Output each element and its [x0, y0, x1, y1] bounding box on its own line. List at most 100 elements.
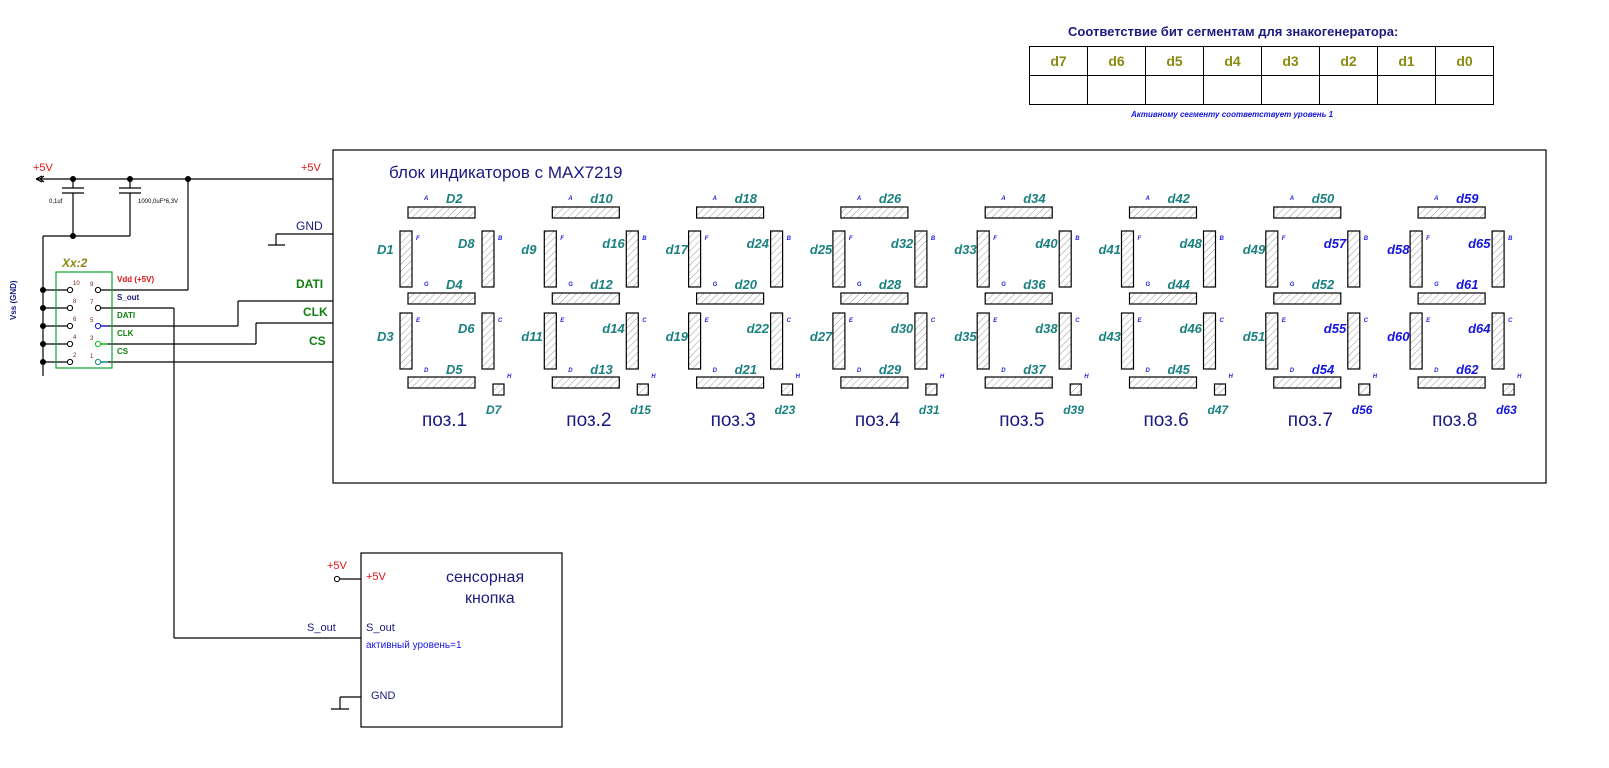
- digit-2-letter-e: E: [560, 318, 565, 324]
- digit-5-segment-h: [1069, 383, 1082, 396]
- vss-label: Vss (GND): [9, 280, 18, 320]
- bit-header-d5: d5: [1145, 46, 1204, 76]
- digit-5-letter-e: E: [993, 318, 998, 324]
- bit-value-d6: [1087, 75, 1146, 105]
- digit-3-bit-b: d24: [746, 236, 769, 251]
- digit-5-segment-e: [976, 312, 990, 370]
- touch-active-level: активный уровень=1: [366, 640, 462, 651]
- digit-1-bit-a: D2: [446, 191, 463, 206]
- digit-7-bit-e: d51: [1242, 329, 1266, 344]
- digit-1-bit-d: D5: [446, 362, 463, 377]
- bit-value-d3: [1261, 75, 1320, 105]
- digit-5-bit-h: d39: [1063, 403, 1084, 417]
- touch-title-1: сенсорная: [446, 569, 525, 586]
- digit-6-bit-b: d48: [1179, 236, 1202, 251]
- digit-4-position-label: поз.4: [854, 410, 901, 431]
- digit-6-bit-e: d43: [1098, 329, 1121, 344]
- digit-6-segment-h: [1213, 383, 1227, 396]
- digit-7-letter-c: C: [1363, 318, 1369, 324]
- digit-1-segment-e: [399, 312, 413, 370]
- touch-title-2: кнопка: [465, 590, 515, 607]
- digit-5-letter-h: H: [1084, 374, 1089, 380]
- digit-8-segment-c: [1491, 312, 1505, 370]
- digit-8-letter-d: D: [1434, 368, 1439, 374]
- digit-7-letter-h: H: [1372, 374, 1378, 380]
- connector-signal-cs: CS: [117, 347, 129, 356]
- digit-5-segment-f: [976, 230, 990, 288]
- digit-6-bit-c: d46: [1179, 321, 1202, 336]
- digit-7-bit-a: d50: [1311, 191, 1335, 206]
- pin-number-9: 9: [90, 282, 94, 288]
- touch-vcc-ext: +5V: [327, 560, 347, 572]
- digit-4-bit-g: d28: [878, 277, 902, 292]
- digit-8-bit-a: d59: [1456, 191, 1479, 206]
- touch-sout-pin: S_out: [366, 622, 395, 634]
- digit-4-segment-h: [925, 383, 938, 396]
- digit-5-segment-d: [984, 376, 1053, 389]
- gnd-label: GND: [296, 219, 323, 233]
- digit-4-letter-a: A: [856, 196, 862, 202]
- digit-5-bit-g: d36: [1023, 277, 1046, 292]
- bit-value-d7: [1029, 75, 1088, 105]
- digit-1-bit-c: D6: [458, 321, 475, 336]
- pin-number-1: 1: [90, 354, 94, 360]
- bit-value-d5: [1145, 75, 1204, 105]
- digit-1-segment-d: [407, 376, 476, 389]
- digit-4-segment-g: [840, 292, 909, 305]
- digit-6-letter-d: D: [1145, 368, 1150, 374]
- connector-signal-dati: DATI: [117, 311, 136, 320]
- digit-4-bit-h: d31: [918, 403, 940, 417]
- bit-table-title: Соответствие бит сегментам для знакогене…: [1068, 24, 1399, 39]
- digit-3-bit-h: d23: [774, 403, 796, 417]
- digit-6-position-label: поз.6: [1143, 410, 1189, 431]
- digit-4-segment-d: [840, 376, 909, 389]
- digit-8-segment-a: [1417, 206, 1486, 219]
- digit-8-bit-g: d61: [1456, 277, 1479, 292]
- digit-3-bit-d: d21: [734, 362, 757, 377]
- digit-7-segment-b: [1347, 230, 1361, 288]
- digit-7-letter-g: G: [1289, 282, 1295, 288]
- digit-1-letter-b: B: [498, 236, 503, 242]
- digit-3-position-label: поз.3: [710, 410, 756, 431]
- bit-header-d1: d1: [1377, 46, 1436, 76]
- digit-7-segment-g: [1273, 292, 1342, 305]
- digit-2-segment-c: [625, 312, 639, 370]
- digit-6-segment-e: [1120, 312, 1135, 370]
- digit-8-segment-b: [1491, 230, 1505, 288]
- digit-3-segment-f: [687, 230, 702, 288]
- digit-2-segment-g: [551, 292, 620, 305]
- digit-2-segment-h: [636, 383, 649, 396]
- digit-1-letter-h: H: [507, 374, 512, 380]
- digit-5-bit-c: d38: [1035, 321, 1058, 336]
- cap1-label: 0,1uf: [49, 199, 63, 205]
- pin-number-4: 4: [73, 335, 77, 341]
- digit-2-letter-b: B: [642, 236, 647, 242]
- digit-8-bit-e: d60: [1387, 329, 1410, 344]
- bit-header-d6: d6: [1087, 46, 1146, 76]
- bit-header-d7: d7: [1029, 46, 1088, 76]
- indicator-block-title: блок индикаторов с MAX7219: [389, 163, 623, 182]
- digit-8-letter-e: E: [1426, 318, 1431, 324]
- bus-clk-label: CLK: [303, 305, 328, 319]
- digit-5-letter-a: A: [1001, 196, 1006, 202]
- digit-1-bit-h: D7: [486, 403, 502, 417]
- bus-cs-label: CS: [309, 334, 326, 348]
- bit-header-d4: d4: [1203, 46, 1262, 76]
- digit-2-segment-b: [625, 230, 639, 288]
- digit-3-letter-d: D: [712, 368, 717, 374]
- digit-1-letter-f: F: [416, 236, 420, 242]
- digit-6-letter-c: C: [1219, 318, 1224, 324]
- digit-5-bit-e: d35: [954, 329, 977, 344]
- vcc-label-left: +5V: [33, 162, 53, 174]
- digit-1-segment-c: [481, 312, 495, 370]
- digit-2-bit-b: d16: [602, 236, 625, 251]
- digit-8-letter-h: H: [1517, 374, 1522, 380]
- digit-7-segment-f: [1265, 230, 1279, 288]
- digit-6-segment-b: [1202, 230, 1217, 288]
- pin-number-3: 3: [90, 336, 94, 342]
- digit-6-bit-f: d41: [1098, 242, 1121, 257]
- digit-2-bit-d: d13: [590, 362, 613, 377]
- digit-3-letter-e: E: [704, 318, 709, 324]
- digit-4-bit-b: d32: [890, 236, 914, 251]
- digit-5-segment-a: [984, 206, 1053, 219]
